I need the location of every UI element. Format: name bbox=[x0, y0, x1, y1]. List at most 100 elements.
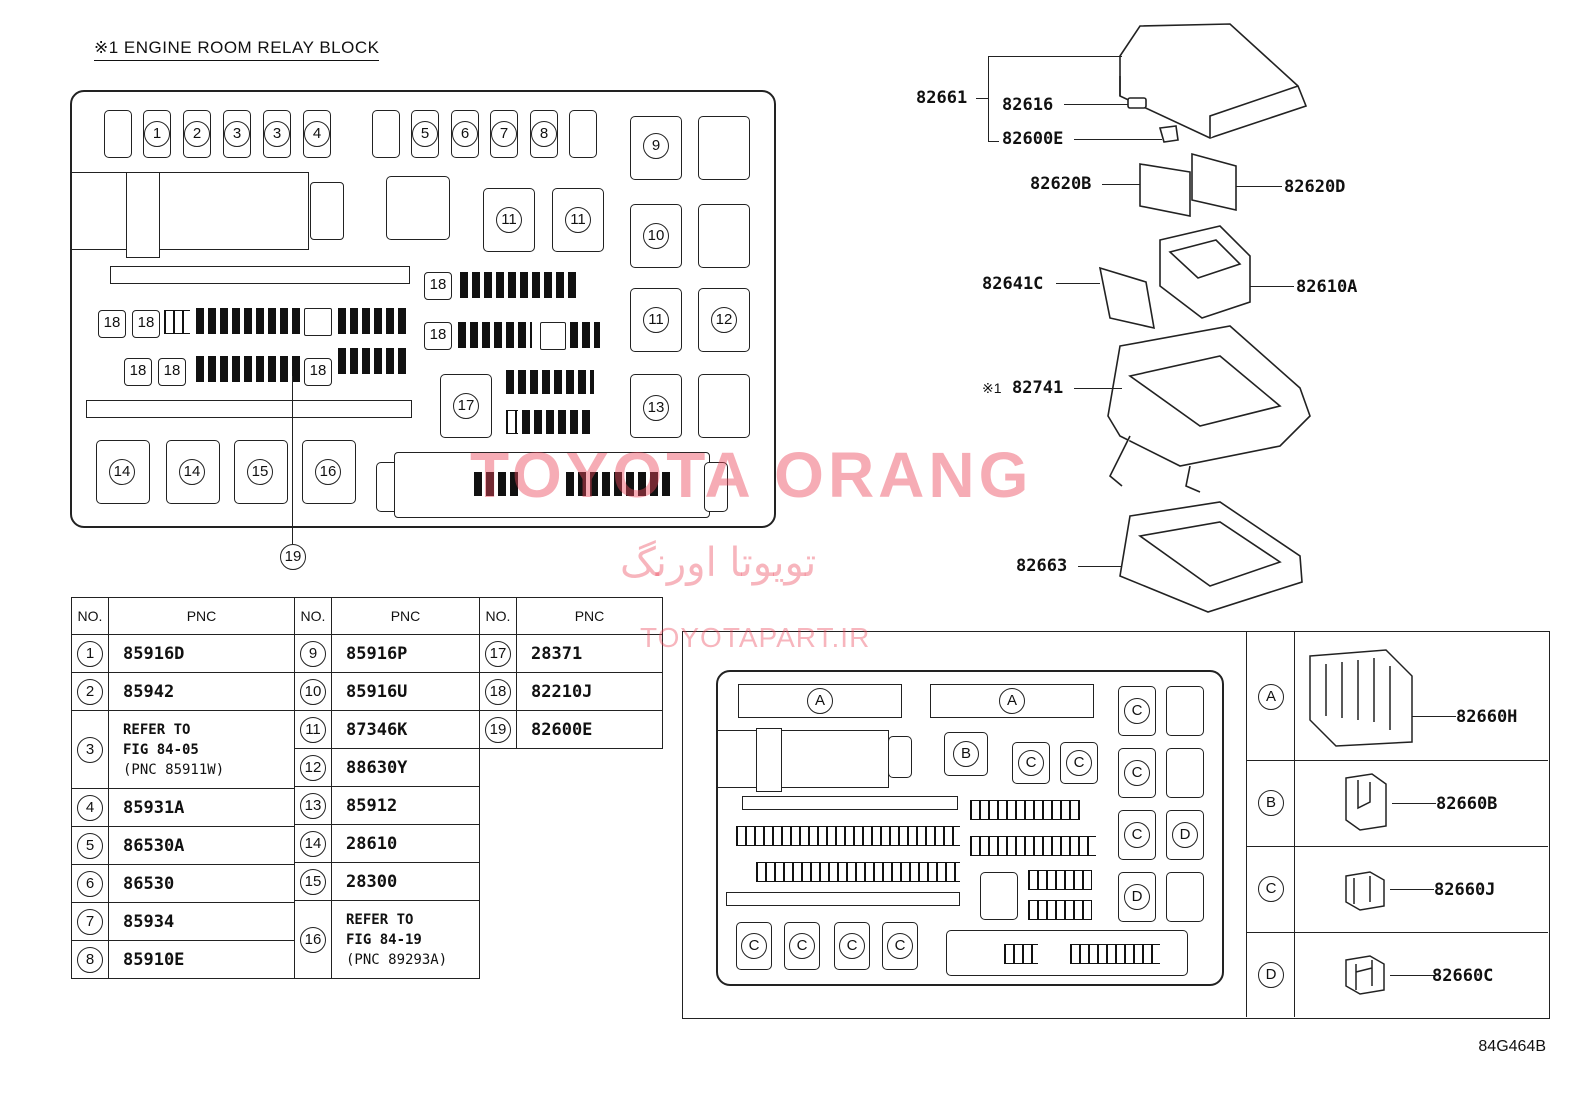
fuse-slot-8[interactable]: 8 bbox=[530, 110, 558, 158]
connector-end bbox=[310, 182, 344, 240]
fuse-slot-3b[interactable]: 3 bbox=[263, 110, 291, 158]
label-82741: 82741 bbox=[1012, 378, 1064, 398]
row-no: 17 bbox=[485, 640, 511, 667]
key-C: C bbox=[741, 933, 767, 959]
relay-11b[interactable]: 11 bbox=[552, 188, 604, 252]
bracket-82661 bbox=[988, 56, 999, 142]
rail bbox=[110, 266, 410, 284]
cover-slot-d[interactable]: D bbox=[1118, 872, 1156, 922]
exploded-view bbox=[1098, 23, 1311, 613]
cover-slot-c[interactable]: C bbox=[1012, 742, 1050, 784]
fuse-row bbox=[970, 800, 1080, 820]
relay-14a[interactable]: 14 bbox=[96, 440, 150, 504]
relay-11c[interactable]: 11 bbox=[630, 288, 682, 352]
leader-line bbox=[998, 56, 1122, 57]
diagram-title: ※1 ENGINE ROOM RELAY BLOCK bbox=[94, 38, 380, 61]
header-no: NO. bbox=[294, 597, 332, 635]
row-no: 1 bbox=[77, 640, 103, 667]
cover-slot-a[interactable]: A bbox=[738, 684, 902, 718]
fuse-row bbox=[506, 410, 518, 434]
relay-10[interactable]: 10 bbox=[630, 204, 682, 268]
legend-pnc-B: 82660B bbox=[1436, 794, 1498, 814]
callout-11: 11 bbox=[565, 207, 591, 233]
cover-slot-a[interactable]: A bbox=[930, 684, 1094, 718]
key-C: C bbox=[1124, 822, 1150, 848]
cover-slot-c[interactable]: C bbox=[882, 922, 918, 970]
callout-8: 8 bbox=[531, 121, 557, 147]
callout-11: 11 bbox=[496, 207, 522, 233]
relay-16[interactable]: 16 bbox=[302, 440, 356, 504]
leader-line bbox=[1074, 139, 1162, 140]
key-C: C bbox=[1018, 750, 1044, 776]
fuse-row bbox=[338, 308, 410, 334]
legend-divider bbox=[1294, 631, 1295, 1017]
cover-slot-c[interactable]: C bbox=[1060, 742, 1098, 784]
fuse-slot-6[interactable]: 6 bbox=[451, 110, 479, 158]
leader-line bbox=[1250, 286, 1294, 287]
cover-slot-c[interactable]: C bbox=[1118, 810, 1156, 860]
cover-slot-b[interactable]: B bbox=[944, 732, 988, 776]
fuse-slot-1[interactable]: 1 bbox=[143, 110, 171, 158]
relay-17[interactable]: 17 bbox=[440, 374, 492, 438]
relay-15[interactable]: 15 bbox=[234, 440, 288, 504]
row-no: 8 bbox=[77, 946, 103, 973]
key-D: D bbox=[1172, 822, 1198, 848]
fuse-slot-2[interactable]: 2 bbox=[183, 110, 211, 158]
row-pnc: 82600E bbox=[516, 710, 663, 749]
key-B: B bbox=[953, 741, 979, 767]
row-pnc: 28371 bbox=[516, 634, 663, 673]
fuse-square bbox=[540, 322, 566, 350]
fuse-slot-3a[interactable]: 3 bbox=[223, 110, 251, 158]
cover-slot-c[interactable]: C bbox=[784, 922, 820, 970]
leader-line bbox=[1390, 975, 1434, 976]
cover-slot-c[interactable]: C bbox=[1118, 686, 1156, 736]
row-no: 12 bbox=[300, 754, 326, 781]
callout-5: 5 bbox=[412, 121, 438, 147]
callout-7: 7 bbox=[491, 121, 517, 147]
row-no: 3 bbox=[77, 736, 103, 763]
relay-12[interactable]: 12 bbox=[698, 288, 750, 352]
cover-slot-c[interactable]: C bbox=[1118, 748, 1156, 798]
row-no: 9 bbox=[300, 640, 326, 667]
relay-13[interactable]: 13 bbox=[630, 374, 682, 438]
key-A: A bbox=[999, 688, 1025, 714]
refer-line: REFER TO bbox=[346, 911, 414, 928]
fuse-slot-5[interactable]: 5 bbox=[411, 110, 439, 158]
fuse-slot-4[interactable]: 4 bbox=[303, 110, 331, 158]
figure-code: 84G464B bbox=[1478, 1038, 1546, 1055]
relay-square bbox=[386, 176, 450, 240]
refer-line: (PNC 85911W) bbox=[123, 761, 225, 778]
row-pnc: 85916D bbox=[108, 634, 295, 673]
row-pnc: 86530 bbox=[108, 864, 295, 903]
clip-D-icon bbox=[1345, 955, 1385, 995]
cover-board bbox=[716, 670, 1224, 986]
leader-line bbox=[1102, 184, 1140, 185]
header-no: NO. bbox=[479, 597, 517, 635]
header-pnc: PNC bbox=[516, 597, 663, 635]
header-pnc: PNC bbox=[331, 597, 480, 635]
legend-key-D: D bbox=[1258, 962, 1284, 988]
fuse-row bbox=[970, 836, 1096, 856]
row-pnc: 28300 bbox=[331, 862, 480, 901]
row-no: 11 bbox=[300, 716, 326, 743]
callout-14: 14 bbox=[109, 459, 135, 485]
relay-14b[interactable]: 14 bbox=[166, 440, 220, 504]
key-C: C bbox=[839, 933, 865, 959]
relay-9[interactable]: 9 bbox=[630, 116, 682, 180]
watermark-site: TOYOTAPART.IR bbox=[640, 622, 871, 653]
header-pnc: PNC bbox=[108, 597, 295, 635]
label-82620D: 82620D bbox=[1284, 177, 1346, 197]
key-C: C bbox=[789, 933, 815, 959]
cover-slot-d[interactable]: D bbox=[1166, 810, 1204, 860]
row-no: 19 bbox=[485, 716, 511, 743]
label-82661: 82661 bbox=[916, 88, 968, 108]
cover-slot-c[interactable]: C bbox=[834, 922, 870, 970]
callout-18: 18 bbox=[304, 358, 332, 386]
row-pnc: 82210J bbox=[516, 672, 663, 711]
relay-11a[interactable]: 11 bbox=[483, 188, 535, 252]
callout-18: 18 bbox=[158, 358, 186, 386]
cover-slot-c[interactable]: C bbox=[736, 922, 772, 970]
connector-block bbox=[72, 172, 309, 250]
fuse-slot-7[interactable]: 7 bbox=[490, 110, 518, 158]
